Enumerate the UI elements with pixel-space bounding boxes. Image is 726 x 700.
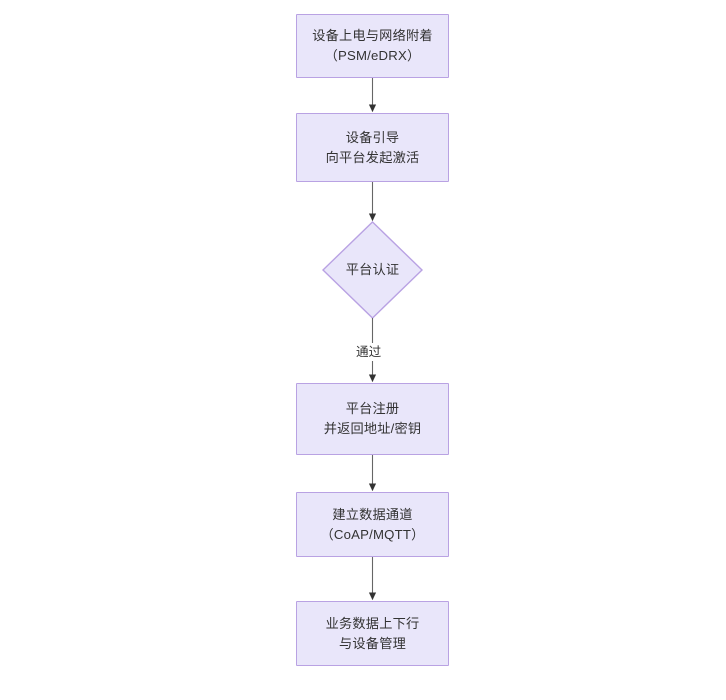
node-platform-authentication[interactable]: 平台认证 [323, 222, 422, 318]
node-label: 建立数据通道 （CoAP/MQTT） [320, 506, 425, 542]
node-label: 设备上电与网络附着 （PSM/eDRX） [312, 28, 433, 63]
node-label: 设备引导 向平台发起激活 [325, 129, 420, 165]
node-platform-registration[interactable]: 平台注册 并返回地址/密钥 [296, 383, 449, 455]
edge-label-pass: 通过 [354, 343, 384, 361]
node-label: 业务数据上下行 与设备管理 [325, 615, 420, 651]
node-device-bootstrap[interactable]: 设备引导 向平台发起激活 [296, 113, 449, 182]
node-device-power-on[interactable]: 设备上电与网络附着 （PSM/eDRX） [296, 14, 449, 78]
node-label: 平台认证 [345, 262, 400, 277]
node-business-data-and-device-management[interactable]: 业务数据上下行 与设备管理 [296, 601, 449, 666]
node-label: 平台注册 并返回地址/密钥 [323, 401, 422, 436]
node-establish-data-channel[interactable]: 建立数据通道 （CoAP/MQTT） [296, 492, 449, 557]
